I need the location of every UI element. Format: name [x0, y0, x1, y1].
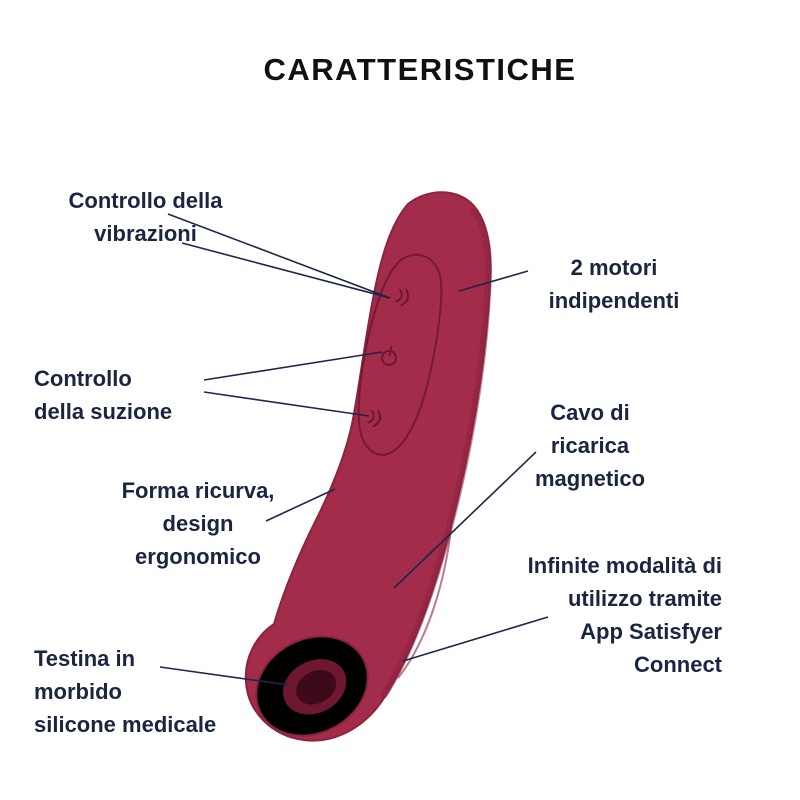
- label-ergonomic-shape: Forma ricurva, design ergonomico: [121, 478, 275, 569]
- body-shading: [380, 208, 492, 699]
- head-opening: [255, 635, 369, 737]
- control-panel: [357, 253, 443, 456]
- power-icon: [381, 346, 397, 366]
- callout-line-head: [159, 666, 290, 686]
- label-two-motors: 2 motori indipendenti: [548, 255, 680, 313]
- callout-line-suction-1: [203, 351, 383, 381]
- page-title: CARATTERISTICHE: [263, 52, 577, 87]
- label-suction-control: Controllo della suzione: [34, 366, 173, 424]
- label-vibration-control: Controllo della vibrazioni: [68, 188, 223, 246]
- vibration-wave-icon: [395, 289, 410, 307]
- callout-line-vibration-1: [167, 213, 391, 299]
- label-silicone-head: Testina in morbido silicone medicale: [34, 646, 217, 737]
- callout-line-motors: [458, 270, 529, 292]
- label-app-connect: Infinite modalità di utilizzo tramite Ap…: [527, 553, 722, 677]
- callout-line-shape: [265, 488, 336, 522]
- body-seam: [397, 519, 453, 679]
- label-magnetic-cable: Cavo di ricarica magnetico: [534, 400, 646, 491]
- callout-line-suction-2: [203, 391, 370, 417]
- callout-line-vibration-2: [181, 242, 391, 299]
- callout-line-app: [402, 616, 549, 662]
- suction-wave-icon: [367, 410, 382, 428]
- callout-line-cable: [393, 451, 537, 589]
